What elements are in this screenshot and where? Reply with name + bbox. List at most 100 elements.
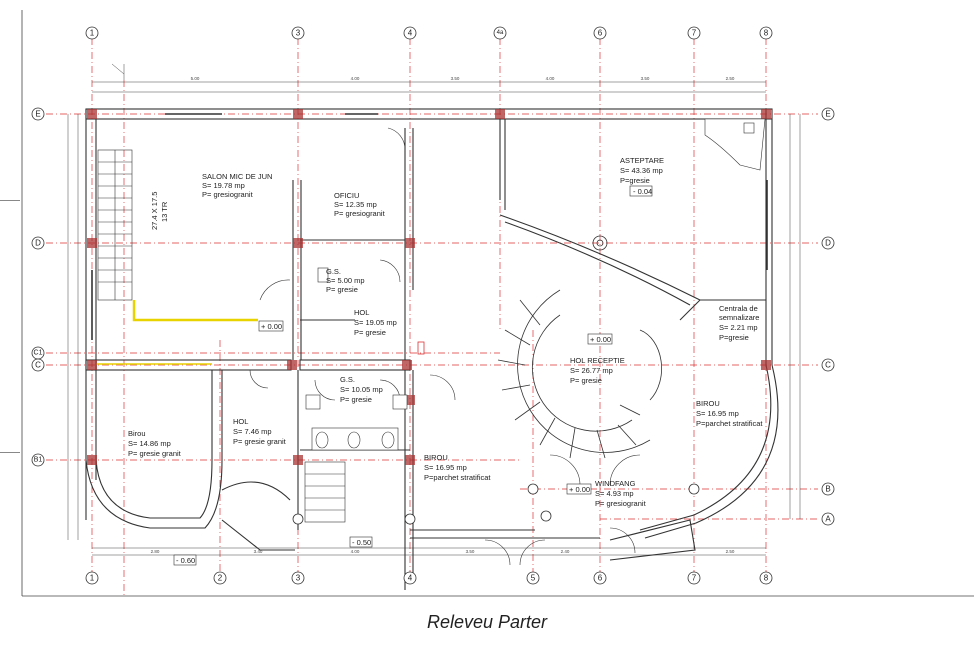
room-floor: P= gresie granit	[233, 437, 287, 446]
room-name: SALON MIC DE JUN	[202, 172, 272, 181]
axis-label-left: B1	[34, 457, 43, 464]
axis-label-bottom: 3	[296, 574, 301, 583]
svg-text:4.00: 4.00	[351, 76, 360, 81]
room-name: Centrala de	[719, 304, 758, 313]
spiral-staircase	[497, 235, 663, 459]
room-name: G.S.	[340, 375, 355, 384]
elevation-label: + 0.00	[569, 485, 590, 494]
room-name: BIROU	[424, 453, 448, 462]
stair-steps-label: 13 TR	[160, 201, 169, 222]
doors	[249, 127, 641, 566]
room-floor: P= gresie	[340, 395, 372, 404]
axis-bubbles	[31, 26, 835, 585]
elevation-label: - 0.04	[633, 187, 652, 196]
drawing-caption: Releveu Parter	[426, 612, 548, 632]
axis-label-left: D	[35, 239, 41, 248]
axis-label-right: E	[825, 110, 830, 119]
axis-label-top: 6	[598, 29, 603, 38]
room-area: S= 10.05 mp	[340, 385, 383, 394]
room-name: HOL RECEPTIE	[570, 356, 625, 365]
stair-dimension-label: 27.4 X 17.5	[150, 192, 159, 230]
room-area: S= 12.35 mp	[334, 200, 377, 209]
room-floor: P= gresie granit	[128, 449, 182, 458]
room-area: S= 7.46 mp	[233, 427, 272, 436]
axis-label-bottom: 6	[598, 574, 603, 583]
room-name: HOL	[354, 308, 369, 317]
walls	[85, 108, 773, 590]
room-name: Birou	[128, 429, 146, 438]
elevation-label: - 0.50	[352, 538, 371, 547]
room-area: S= 16.95 mp	[424, 463, 467, 472]
room-area: S= 19.05 mp	[354, 318, 397, 327]
axis-label-top: 7	[692, 29, 697, 38]
elevation-marks: - 0.04 + 0.00 + 0.00 + 0.00 - 0.50 - 0.6…	[173, 185, 653, 566]
axis-label-bottom: 1	[90, 574, 95, 583]
svg-text:3.50: 3.50	[451, 76, 460, 81]
room-area: S= 4.93 mp	[595, 489, 634, 498]
toilets	[305, 118, 766, 451]
axis-label-right: B	[825, 485, 830, 494]
axis-label-bottom: 8	[764, 574, 769, 583]
axis-label-left: C1	[34, 350, 43, 357]
svg-text:2.50: 2.50	[726, 549, 735, 554]
axis-label-top: 3	[296, 29, 301, 38]
axis-label-right: A	[825, 515, 831, 524]
windows	[91, 113, 768, 340]
room-floor: P= gresiogranit	[202, 190, 254, 199]
room-name: semnalizare	[719, 313, 759, 322]
room-name: G.S.	[326, 267, 341, 276]
columns	[87, 109, 771, 465]
room-area: S= 14.86 mp	[128, 439, 171, 448]
room-floor: P= gresie	[570, 376, 602, 385]
highlight-line	[132, 300, 258, 322]
axis-labels: 1 3 4 4a 6 7 8 1 2 3 4 5 6 7 8 E D C1 C …	[34, 29, 832, 583]
axis-label-bottom: 5	[531, 574, 536, 583]
axis-label-right: C	[825, 361, 831, 370]
room-floor: P= gresiogranit	[334, 209, 386, 218]
grid-lines	[46, 38, 818, 596]
svg-text:3.50: 3.50	[466, 549, 475, 554]
axis-label-bottom: 7	[692, 574, 697, 583]
page-edge-mark	[0, 200, 20, 201]
elevation-label: + 0.00	[590, 335, 611, 344]
axis-label-top: 8	[764, 29, 769, 38]
room-floor: P=parchet stratificat	[424, 473, 491, 482]
page-edge-mark	[0, 452, 20, 453]
axis-label-right: D	[825, 239, 831, 248]
axis-label-top: 4a	[497, 30, 504, 36]
room-name: WINDFANG	[595, 479, 636, 488]
room-area: S= 16.95 mp	[696, 409, 739, 418]
room-name: ASTEPTARE	[620, 156, 664, 165]
room-floor: P=gresie	[719, 333, 749, 342]
room-floor: P=parchet stratificat	[696, 419, 763, 428]
svg-text:4.00: 4.00	[546, 76, 555, 81]
room-floor: P= gresie	[354, 328, 386, 337]
axis-label-bottom: 4	[408, 574, 413, 583]
room-area: S= 2.21 mp	[719, 323, 758, 332]
room-area: S= 26.77 mp	[570, 366, 613, 375]
axis-label-left: C	[35, 361, 41, 370]
room-name: HOL	[233, 417, 248, 426]
axis-label-left: E	[35, 110, 40, 119]
room-area: S= 19.78 mp	[202, 181, 245, 190]
room-name: OFICIU	[334, 191, 359, 200]
svg-text:2.80: 2.80	[151, 549, 160, 554]
room-area: S= 43.36 mp	[620, 166, 663, 175]
room-area: S= 5.00 mp	[326, 276, 365, 285]
round-columns	[292, 483, 700, 525]
room-labels: SALON MIC DE JUN S= 19.78 mp P= gresiogr…	[128, 156, 763, 508]
svg-text:2.40: 2.40	[561, 549, 570, 554]
axis-label-bottom: 2	[218, 574, 223, 583]
axis-label-top: 1	[90, 29, 95, 38]
room-floor: P= gresiogranit	[595, 499, 647, 508]
room-floor: P= gresie	[326, 285, 358, 294]
elevation-label: - 0.60	[176, 556, 195, 565]
room-floor: P=gresie	[620, 176, 650, 185]
curved-walls	[85, 214, 779, 561]
svg-text:4.00: 4.00	[351, 549, 360, 554]
svg-text:2.50: 2.50	[726, 76, 735, 81]
svg-text:3.50: 3.50	[641, 76, 650, 81]
axis-label-top: 4	[408, 29, 413, 38]
room-name: BIROU	[696, 399, 720, 408]
